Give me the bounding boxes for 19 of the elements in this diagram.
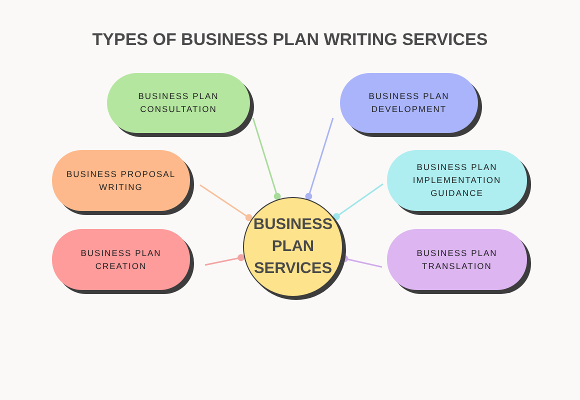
service-pill [52, 229, 190, 290]
node-label: BUSINESS PLAN SERVICES [252, 215, 334, 279]
service-pill [52, 150, 190, 211]
connector-line [332, 183, 384, 220]
connector-line [204, 254, 245, 266]
connector-line [252, 118, 281, 200]
service-pill [340, 73, 478, 133]
node-label: BUSINESS PROPOSAL WRITING [66, 168, 176, 194]
node-label: BUSINESS PLAN CREATION [80, 246, 162, 272]
service-pill [387, 229, 527, 290]
node-label: BUSINESS PLAN TRANSLATION [416, 246, 498, 272]
diagram-title: TYPES OF BUSINESS PLAN WRITING SERVICES [91, 29, 489, 51]
service-pill [107, 73, 250, 133]
node-label: BUSINESS PLAN IMPLEMENTATION GUIDANCE [412, 161, 502, 200]
node-label: BUSINESS PLAN CONSULTATION [137, 90, 220, 116]
node-label: BUSINESS PLAN DEVELOPMENT [368, 90, 450, 116]
service-pill [387, 150, 527, 211]
connector-line [200, 184, 252, 222]
connector-line [305, 118, 334, 200]
